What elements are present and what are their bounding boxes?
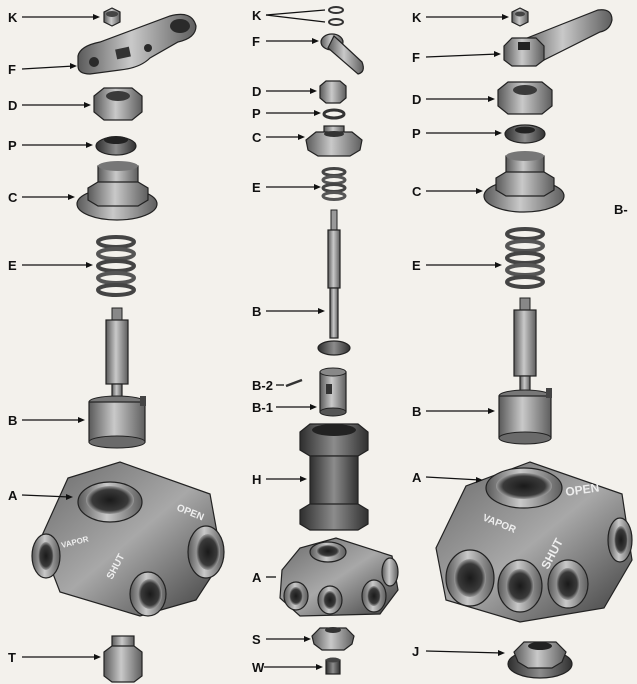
left-part-c-bonnet bbox=[77, 161, 157, 220]
right-arrowhead-b bbox=[488, 408, 495, 414]
middle-arrowhead-b bbox=[318, 308, 325, 314]
left-arrowhead-k bbox=[93, 14, 100, 20]
right-arrowhead-e bbox=[495, 262, 502, 268]
left-arrow-f bbox=[22, 66, 74, 69]
right-label-j: J bbox=[412, 644, 419, 659]
middle-label-e: E bbox=[252, 180, 261, 195]
left-label-d: D bbox=[8, 98, 17, 113]
middle-part-b-stem bbox=[318, 210, 350, 355]
middle-label-a: A bbox=[252, 570, 262, 585]
right-column: K F D P bbox=[412, 8, 632, 678]
right-arrowhead-p bbox=[495, 130, 502, 136]
left-arrowhead-f bbox=[70, 63, 77, 69]
middle-label-w: W bbox=[252, 660, 265, 675]
right-label-a: A bbox=[412, 470, 422, 485]
left-part-a-body: OPEN SHUT VAPOR bbox=[32, 462, 224, 616]
right-arrow-a bbox=[426, 477, 480, 480]
right-label-k: K bbox=[412, 10, 422, 25]
middle-label-b: B bbox=[252, 304, 261, 319]
middle-arrowhead-e bbox=[314, 184, 321, 190]
right-part-j-bushing bbox=[508, 642, 572, 678]
right-label-d: D bbox=[412, 92, 421, 107]
right-part-d-nut bbox=[498, 82, 552, 114]
right-part-k-nut bbox=[512, 8, 528, 26]
left-part-p-packing bbox=[96, 136, 136, 155]
middle-part-w-plug bbox=[326, 658, 340, 675]
middle-arrowhead-f bbox=[312, 38, 319, 44]
left-label-e: E bbox=[8, 258, 17, 273]
middle-label-k: K bbox=[252, 8, 262, 23]
right-part-b-stem bbox=[499, 298, 552, 444]
edge-label-b-cut: B- bbox=[614, 202, 628, 217]
left-arrowhead-e bbox=[86, 262, 93, 268]
left-arrowhead-p bbox=[86, 142, 93, 148]
left-part-b-stem bbox=[89, 308, 146, 448]
left-label-b: B bbox=[8, 413, 17, 428]
right-label-p: P bbox=[412, 126, 421, 141]
left-arrowhead-d bbox=[84, 102, 91, 108]
right-part-p-packing bbox=[505, 125, 545, 143]
middle-arrowhead-c bbox=[298, 134, 305, 140]
middle-arrow-k1 bbox=[266, 10, 325, 15]
middle-arrowhead-w bbox=[316, 664, 323, 670]
left-arrowhead-t bbox=[94, 654, 101, 660]
middle-arrowhead-b1 bbox=[310, 404, 317, 410]
right-arrow-f bbox=[426, 54, 498, 57]
middle-column: K F D P C bbox=[252, 7, 398, 675]
left-arrowhead-c bbox=[68, 194, 75, 200]
middle-arrowhead-p bbox=[314, 110, 321, 116]
right-label-e: E bbox=[412, 258, 421, 273]
middle-label-b2: B-2 bbox=[252, 378, 273, 393]
middle-label-s: S bbox=[252, 632, 261, 647]
left-part-k-nut bbox=[104, 8, 120, 26]
middle-label-c: C bbox=[252, 130, 262, 145]
right-part-e-spring bbox=[507, 229, 543, 287]
right-arrowhead-f bbox=[494, 51, 501, 57]
left-part-d-nut bbox=[94, 88, 142, 120]
middle-part-c-bonnet bbox=[306, 126, 362, 156]
middle-arrow-k2 bbox=[266, 15, 325, 22]
left-label-a: A bbox=[8, 488, 18, 503]
left-arrowhead-b bbox=[78, 417, 85, 423]
right-arrowhead-k bbox=[502, 14, 509, 20]
left-part-t-plug bbox=[104, 636, 142, 682]
left-label-c: C bbox=[8, 190, 18, 205]
left-label-f: F bbox=[8, 62, 16, 77]
left-label-p: P bbox=[8, 138, 17, 153]
middle-part-f-handle bbox=[321, 34, 363, 74]
middle-arrowhead-s bbox=[304, 636, 311, 642]
right-label-f: F bbox=[412, 50, 420, 65]
middle-part-b2-pin bbox=[286, 380, 302, 386]
middle-part-a-body bbox=[280, 538, 398, 616]
middle-label-d: D bbox=[252, 84, 261, 99]
middle-part-h-extension bbox=[300, 424, 368, 530]
right-arrowhead-j bbox=[498, 650, 505, 656]
middle-part-k-pins bbox=[329, 7, 343, 25]
middle-arrowhead-h bbox=[300, 476, 307, 482]
right-part-c-bonnet bbox=[484, 151, 564, 212]
right-label-c: C bbox=[412, 184, 422, 199]
middle-label-b1: B-1 bbox=[252, 400, 273, 415]
right-arrowhead-d bbox=[488, 96, 495, 102]
middle-part-s-bushing bbox=[312, 627, 354, 650]
middle-arrowhead-d bbox=[310, 88, 317, 94]
left-part-e-spring bbox=[98, 237, 134, 295]
middle-label-f: F bbox=[252, 34, 260, 49]
middle-part-d-nut bbox=[320, 81, 346, 103]
right-part-a-body: OPEN SHUT VAPOR bbox=[436, 462, 632, 622]
left-label-k: K bbox=[8, 10, 18, 25]
right-arrow-j bbox=[426, 651, 502, 653]
middle-label-p: P bbox=[252, 106, 261, 121]
left-part-f-handle bbox=[78, 14, 196, 74]
middle-part-b1-holder bbox=[320, 368, 346, 416]
right-arrowhead-c bbox=[476, 188, 483, 194]
middle-label-h: H bbox=[252, 472, 261, 487]
middle-part-p-packing bbox=[324, 110, 344, 118]
left-column: K F D P bbox=[8, 8, 224, 682]
left-label-t: T bbox=[8, 650, 16, 665]
right-label-b: B bbox=[412, 404, 421, 419]
middle-part-e-spring bbox=[323, 169, 345, 200]
